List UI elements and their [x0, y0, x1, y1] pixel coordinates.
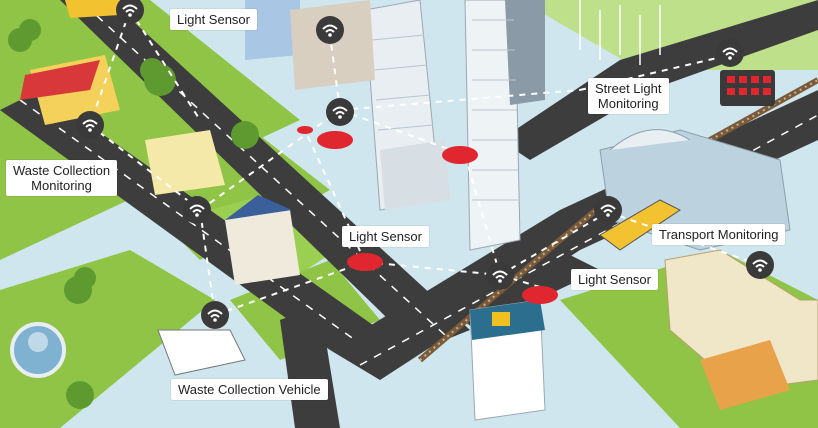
label-light-sensor-right: Light Sensor	[571, 269, 658, 290]
skyscraper-dark	[505, 0, 545, 105]
label-waste-collection-monitoring: Waste Collection Monitoring	[6, 160, 118, 196]
station-roof	[609, 129, 691, 151]
label-light-sensor-center: Light Sensor	[342, 226, 429, 247]
shop-cafe	[145, 130, 225, 195]
school-building	[664, 249, 818, 391]
label-waste-collection-line2: Monitoring	[31, 178, 92, 193]
basketball-court	[700, 340, 790, 410]
skyscraper-base	[380, 140, 450, 210]
label-waste-collection-line1: Waste Collection	[13, 163, 111, 178]
label-waste-collection-vehicle: Waste Collection Vehicle	[171, 379, 328, 400]
road-marking-2	[19, 99, 356, 341]
label-street-light-line2: Monitoring	[597, 96, 659, 111]
street-light-panel-icon	[720, 70, 775, 106]
train	[599, 199, 681, 251]
road-marking-1	[84, 4, 446, 336]
skyscraper-windows	[371, 19, 519, 201]
wifi-icon	[76, 0, 774, 329]
hospital-sign	[492, 312, 510, 326]
grass-park	[0, 250, 215, 428]
light-sensor-icon	[297, 126, 558, 304]
building-blue	[245, 0, 300, 60]
wind-turbines	[579, 0, 661, 65]
label-street-light-line1: Street Light	[595, 81, 662, 96]
label-transport-monitoring: Transport Monitoring	[652, 224, 786, 245]
building-beige	[290, 0, 375, 90]
label-street-light-monitoring: Street Light Monitoring	[588, 78, 669, 114]
house-roof	[225, 195, 292, 220]
school-bus	[65, 0, 125, 18]
label-light-sensor-top: Light Sensor	[170, 9, 257, 30]
fountain-top	[28, 332, 48, 352]
railway-sleepers	[419, 79, 818, 361]
waste-vehicle-boat	[157, 329, 246, 376]
trees	[8, 19, 259, 409]
house-red-roof	[225, 210, 300, 285]
network-links	[89, 9, 761, 316]
shop-awning	[20, 60, 100, 100]
